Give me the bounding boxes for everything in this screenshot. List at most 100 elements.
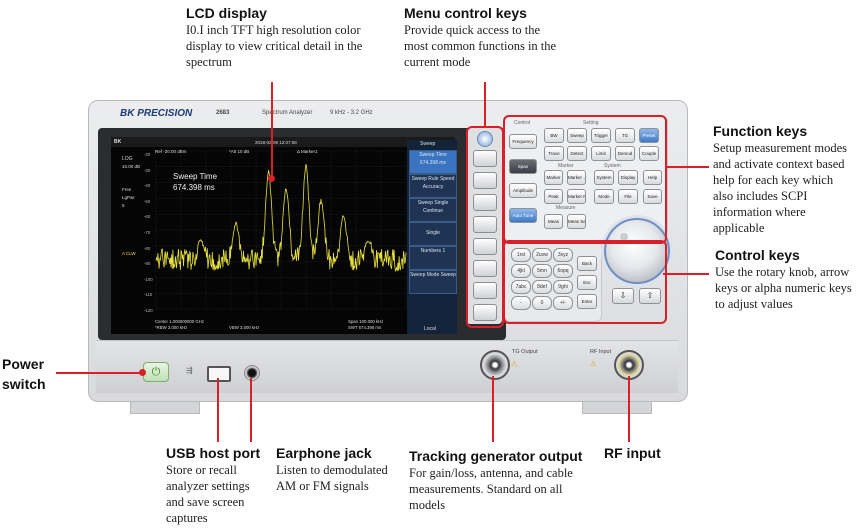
numeric-key[interactable]: 1rst bbox=[511, 248, 531, 262]
numeric-key[interactable]: 8def bbox=[532, 280, 552, 294]
y-tick-label: -50 bbox=[144, 198, 151, 204]
y-tick-label: -80 bbox=[144, 245, 151, 251]
earphone-leader bbox=[250, 378, 252, 442]
esc-key[interactable]: Esc bbox=[577, 275, 597, 290]
y-tick-label: -60 bbox=[144, 214, 151, 220]
setting-key[interactable]: Demod bbox=[615, 146, 635, 161]
y-tick-label: -30 bbox=[144, 167, 151, 173]
numeric-key[interactable]: +/- bbox=[553, 296, 573, 310]
menu-soft-key[interactable] bbox=[473, 238, 497, 255]
sweep-time-value: 674.398 ms bbox=[173, 183, 215, 192]
control-desc: Use the rotary knob, arrow keys or alpha… bbox=[715, 265, 852, 311]
span-key[interactable]: Span bbox=[509, 159, 537, 174]
power-leader bbox=[56, 372, 140, 374]
function-leader bbox=[665, 166, 709, 168]
group-label-control: Control bbox=[514, 120, 531, 126]
y-tick-label: -40 bbox=[144, 183, 151, 189]
earphone-jack[interactable] bbox=[244, 365, 260, 381]
numeric-key[interactable]: - bbox=[511, 296, 531, 310]
back-key[interactable]: Back bbox=[577, 256, 597, 271]
setting-key[interactable]: Sweep bbox=[567, 128, 587, 143]
menu-soft-key[interactable] bbox=[473, 194, 497, 211]
attenuation: *Att 10 dB bbox=[229, 149, 250, 154]
setting-key[interactable]: BW bbox=[544, 128, 564, 143]
tracking-title: Tracking generator output bbox=[409, 448, 583, 464]
function-desc: Setup measurement modes and activate con… bbox=[713, 141, 847, 235]
screen-date: 2018-02-09 12:07:08 bbox=[255, 140, 297, 145]
rf-input-port[interactable] bbox=[614, 350, 644, 380]
menu-keys-box bbox=[466, 126, 504, 328]
menu-soft-key[interactable] bbox=[473, 260, 497, 277]
marker-key[interactable]: Marker bbox=[544, 170, 563, 185]
soft-menu-header: Sweep bbox=[420, 141, 436, 147]
power-button[interactable]: ⏻ bbox=[143, 362, 169, 382]
lcd-leader bbox=[271, 82, 273, 178]
meas-setup-key[interactable]: Meas Setup bbox=[567, 214, 586, 229]
usb-port[interactable] bbox=[207, 366, 231, 382]
numeric-key[interactable]: 2uvw bbox=[532, 248, 552, 262]
setting-key[interactable]: Couple bbox=[639, 146, 659, 161]
model-number: 2683 bbox=[216, 110, 230, 116]
frequency-key[interactable]: Frequency bbox=[509, 134, 537, 149]
setting-key[interactable]: Trigger bbox=[591, 128, 611, 143]
marker-fn-key[interactable]: Marker Fn bbox=[567, 189, 586, 204]
y-tick-label: -20 bbox=[144, 152, 151, 157]
numeric-key[interactable]: 6opq bbox=[553, 264, 573, 278]
setting-key[interactable]: Trace bbox=[544, 146, 564, 161]
numeric-key[interactable]: 4jkl bbox=[511, 264, 531, 278]
save-key[interactable]: Save bbox=[643, 189, 662, 204]
numeric-key[interactable]: 3xyz bbox=[553, 248, 573, 262]
soft-menu-item[interactable]: Sweep Single Continue bbox=[409, 198, 457, 222]
meas-key[interactable]: Meas bbox=[544, 214, 563, 229]
menu-top-knob[interactable] bbox=[477, 131, 493, 147]
usb-title: USB host port bbox=[166, 445, 261, 461]
soft-menu-item[interactable]: Sweep Time 674.398 ms bbox=[409, 150, 457, 174]
menu-soft-key[interactable] bbox=[473, 216, 497, 233]
lcd-dot bbox=[268, 175, 275, 182]
menu-soft-key[interactable] bbox=[473, 172, 497, 189]
setting-key[interactable]: TG bbox=[615, 128, 635, 143]
vbw: VBW 3.000 kHz bbox=[229, 325, 260, 330]
file-key[interactable]: File bbox=[618, 189, 638, 204]
menu-desc: Provide quick access to the most common … bbox=[404, 23, 557, 69]
marker-to-key[interactable]: Marker → bbox=[567, 170, 586, 185]
rbw: *RBW 3.000 kHz bbox=[155, 325, 188, 330]
numeric-key[interactable]: 7abc bbox=[511, 280, 531, 294]
help-key[interactable]: Help bbox=[643, 170, 662, 185]
group-label-marker: Marker bbox=[558, 163, 574, 169]
tracking-leader bbox=[492, 376, 494, 442]
rf-warning-icon: ⚠ bbox=[590, 360, 597, 368]
earphone-desc: Listen to demodulated AM or FM signals bbox=[276, 463, 388, 493]
menu-soft-key[interactable] bbox=[473, 150, 497, 167]
numeric-key[interactable]: 9ghi bbox=[553, 280, 573, 294]
left-label-log: LOG bbox=[122, 156, 133, 162]
mode-key[interactable]: Mode bbox=[594, 189, 614, 204]
amplitude-key[interactable]: Amplitude bbox=[509, 183, 537, 198]
numeric-key[interactable]: 0 bbox=[532, 296, 552, 310]
rotary-knob[interactable] bbox=[604, 218, 670, 284]
setting-key[interactable]: Preset bbox=[639, 128, 659, 143]
arrow-up-key[interactable]: ⇧ bbox=[639, 288, 661, 304]
arrow-down-key[interactable]: ⇩ bbox=[612, 288, 634, 304]
soft-menu-item[interactable]: Numbers 1 bbox=[409, 246, 457, 270]
enter-key[interactable]: Enter bbox=[577, 294, 597, 309]
setting-key[interactable]: Detect bbox=[567, 146, 587, 161]
numeric-key[interactable]: 5mn bbox=[532, 264, 552, 278]
function-title: Function keys bbox=[713, 123, 808, 139]
tg-output-port[interactable] bbox=[480, 350, 510, 380]
system-key[interactable]: System bbox=[594, 170, 614, 185]
menu-soft-key[interactable] bbox=[473, 282, 497, 299]
left-label-avg: 5 bbox=[122, 203, 125, 208]
control-keys-box bbox=[503, 240, 667, 324]
soft-menu-item[interactable]: Sweep Rule Speed Accuracy bbox=[409, 174, 457, 198]
power-title: Power switch bbox=[2, 356, 46, 392]
menu-soft-key[interactable] bbox=[473, 304, 497, 321]
soft-menu-item[interactable]: Sweep Mode Sweep bbox=[409, 270, 457, 294]
auto-tune-key[interactable]: Auto Tune bbox=[509, 208, 537, 223]
peak-key[interactable]: Peak bbox=[544, 189, 563, 204]
soft-menu-item[interactable]: Single bbox=[409, 222, 457, 246]
y-tick-label: -70 bbox=[144, 230, 151, 235]
y-tick-label: -120 bbox=[144, 308, 153, 313]
display-key[interactable]: Display bbox=[618, 170, 638, 185]
setting-key[interactable]: Limit bbox=[591, 146, 611, 161]
